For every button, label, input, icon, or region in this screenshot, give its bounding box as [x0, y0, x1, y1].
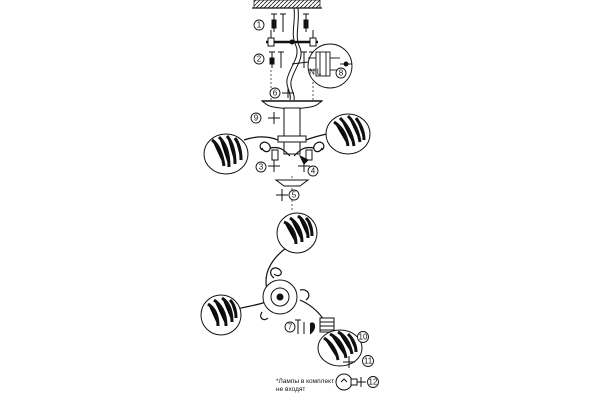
bottom-cap — [274, 179, 310, 187]
callout-10-number: 10 — [359, 333, 368, 342]
finial-5 — [276, 189, 288, 201]
shade-left-side — [203, 133, 249, 175]
lamp-socket — [319, 317, 335, 333]
note-line-2: не входят — [276, 386, 306, 393]
callout-7: 7 — [284, 321, 296, 333]
callout-4-number: 4 — [311, 167, 316, 176]
shade-top-bottom-view — [276, 212, 318, 254]
callout-9: 9 — [250, 112, 262, 124]
lamps-not-included-note: *Лампы в комплект не входят — [276, 378, 334, 394]
ceiling — [252, 0, 322, 9]
shade-installing — [317, 329, 363, 367]
bulb-12 — [335, 373, 366, 391]
callout-2-number: 2 — [257, 55, 262, 64]
callout-10: 10 — [357, 331, 369, 343]
callout-8-number: 8 — [339, 69, 344, 78]
mounting-bar — [266, 30, 318, 47]
canopy-screw-9 — [268, 112, 280, 124]
nut-6 — [282, 88, 294, 98]
callout-12-number: 12 — [369, 378, 378, 387]
callout-5-number: 5 — [292, 191, 297, 200]
wire-label-line: L — [317, 68, 322, 77]
callout-4: 4 — [307, 165, 319, 177]
callout-7-number: 7 — [288, 323, 293, 332]
parts-7 — [295, 319, 316, 335]
callout-1-number: 1 — [257, 21, 262, 30]
shade-left-bottom-view — [200, 294, 242, 336]
ring-11 — [343, 356, 355, 368]
callout-11-number: 11 — [364, 357, 373, 366]
callout-8: 8 — [335, 67, 347, 79]
screw-4 — [298, 160, 310, 172]
shade-right-side — [325, 113, 371, 155]
top-view-canopy — [262, 279, 298, 315]
wire-label-neutral: N — [309, 68, 315, 77]
callout-11: 11 — [362, 355, 374, 367]
ceiling-screws — [271, 13, 309, 32]
callout-6-number: 6 — [273, 89, 278, 98]
callout-5: 5 — [288, 189, 300, 201]
note-line-1: *Лампы в комплект — [276, 378, 334, 385]
central-stem — [277, 107, 307, 155]
callout-1: 1 — [253, 19, 265, 31]
callout-3-number: 3 — [259, 163, 264, 172]
callout-2: 2 — [253, 53, 265, 65]
callout-6: 6 — [269, 87, 281, 99]
callout-12: 12 — [367, 376, 379, 388]
canopy — [260, 100, 324, 109]
supply-wires — [286, 7, 302, 101]
callout-9-number: 9 — [254, 114, 259, 123]
callout-3: 3 — [255, 161, 267, 173]
screw-3 — [268, 160, 280, 172]
